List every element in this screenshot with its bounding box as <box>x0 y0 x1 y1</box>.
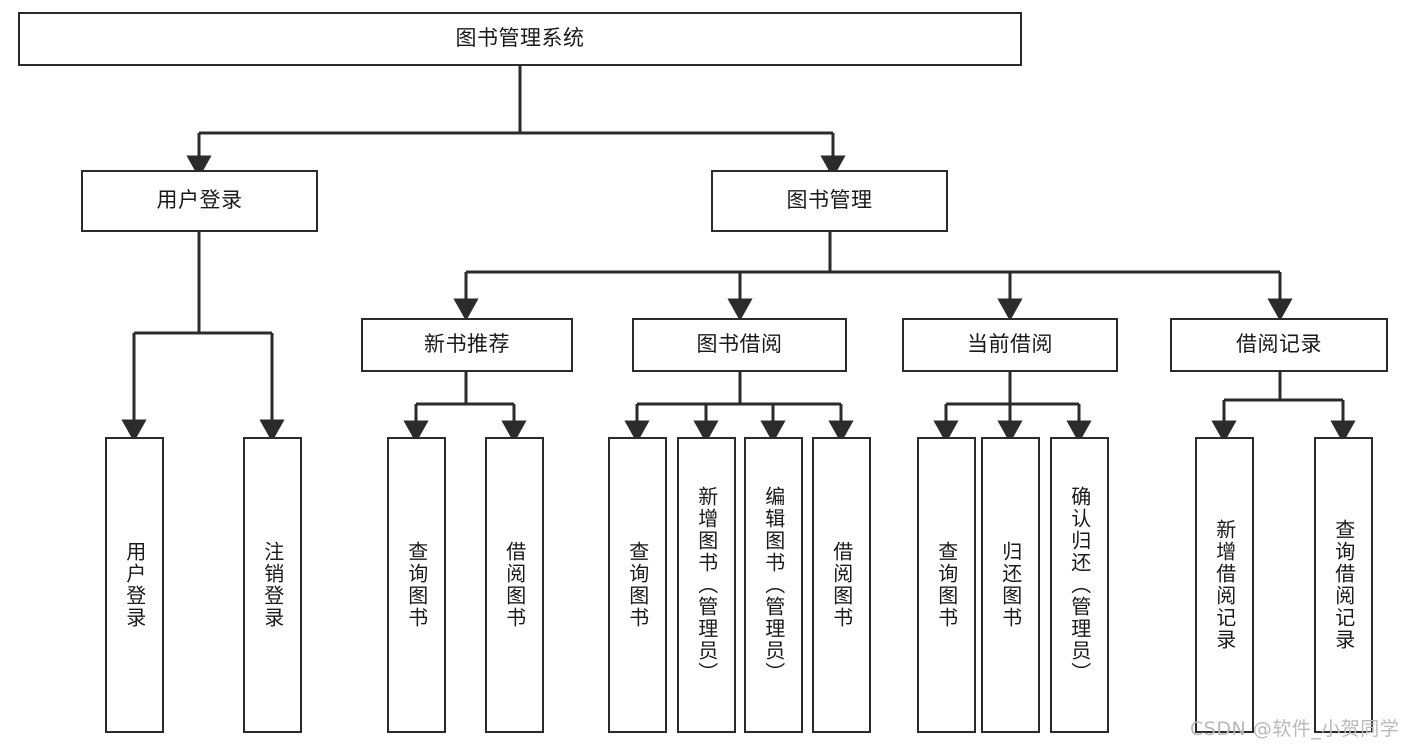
node-borrow-record-label: 借阅记录 <box>1236 332 1322 357</box>
connector-root-to-level2 <box>186 66 846 178</box>
connector-currentborrow-to-leaves <box>933 372 1092 443</box>
node-leaf-user-login-label: 用户登录 <box>122 541 147 629</box>
node-leaf-edit-book[interactable]: 编辑图书（管理员） <box>744 437 803 733</box>
node-leaf-borrow-book-1-label: 借阅图书 <box>502 541 527 629</box>
node-leaf-user-login[interactable]: 用户登录 <box>105 437 164 733</box>
node-leaf-logout[interactable]: 注销登录 <box>243 437 302 733</box>
node-leaf-edit-book-label: 编辑图书（管理员） <box>761 486 786 684</box>
node-leaf-add-book[interactable]: 新增图书（管理员） <box>677 437 736 733</box>
node-leaf-borrow-book-2[interactable]: 借阅图书 <box>812 437 871 733</box>
node-leaf-query-book-2-label: 查询图书 <box>625 541 650 629</box>
connector-userlogin-to-leaves <box>121 232 285 442</box>
node-leaf-return-book-label: 归还图书 <box>998 541 1023 629</box>
watermark-text: CSDN @软件_小贺同学 <box>1190 718 1400 740</box>
node-user-login[interactable]: 用户登录 <box>81 170 318 232</box>
node-leaf-query-book-3-label: 查询图书 <box>934 541 959 629</box>
node-leaf-query-record[interactable]: 查询借阅记录 <box>1314 437 1373 733</box>
node-leaf-query-book-2[interactable]: 查询图书 <box>608 437 667 733</box>
node-leaf-confirm-return-label: 确认归还（管理员） <box>1067 486 1092 684</box>
node-book-manage-label: 图书管理 <box>786 188 873 213</box>
node-leaf-return-book[interactable]: 归还图书 <box>981 437 1040 733</box>
node-leaf-query-record-label: 查询借阅记录 <box>1331 519 1356 651</box>
connector-newbook-to-leaves <box>403 372 527 443</box>
node-book-borrow-label: 图书借阅 <box>696 332 783 357</box>
node-current-borrow[interactable]: 当前借阅 <box>902 318 1118 372</box>
node-leaf-add-book-label: 新增图书（管理员） <box>694 486 719 684</box>
connector-bookborrow-to-leaves <box>624 372 854 443</box>
node-current-borrow-label: 当前借阅 <box>967 332 1053 357</box>
node-leaf-logout-label: 注销登录 <box>260 541 285 629</box>
node-root-label: 图书管理系统 <box>455 26 585 51</box>
node-root[interactable]: 图书管理系统 <box>18 12 1022 66</box>
node-leaf-query-book-1-label: 查询图书 <box>404 541 429 629</box>
node-leaf-borrow-book-1[interactable]: 借阅图书 <box>485 437 544 733</box>
node-new-book-recommend[interactable]: 新书推荐 <box>361 318 573 372</box>
connector-borrowrecord-to-leaves <box>1211 372 1356 443</box>
node-leaf-borrow-book-2-label: 借阅图书 <box>829 541 854 629</box>
node-leaf-confirm-return[interactable]: 确认归还（管理员） <box>1050 437 1109 733</box>
node-book-manage[interactable]: 图书管理 <box>711 170 948 232</box>
node-leaf-query-book-3[interactable]: 查询图书 <box>917 437 976 733</box>
node-leaf-add-record-label: 新增借阅记录 <box>1212 519 1237 651</box>
node-user-login-label: 用户登录 <box>156 188 243 213</box>
connector-bookmanage-to-level3 <box>453 232 1293 321</box>
node-new-book-recommend-label: 新书推荐 <box>424 332 510 357</box>
node-borrow-record[interactable]: 借阅记录 <box>1170 318 1388 372</box>
node-leaf-add-record[interactable]: 新增借阅记录 <box>1195 437 1254 733</box>
node-book-borrow[interactable]: 图书借阅 <box>632 318 847 372</box>
node-leaf-query-book-1[interactable]: 查询图书 <box>387 437 446 733</box>
